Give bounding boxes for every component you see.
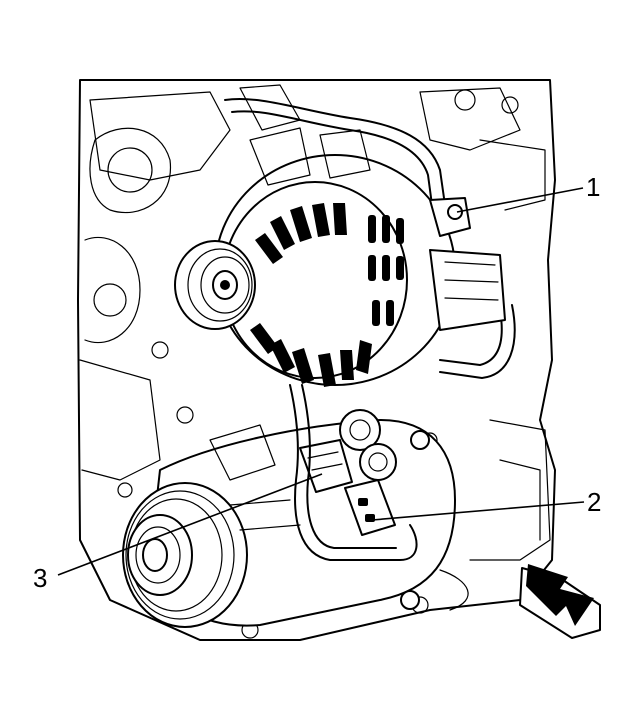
compressor-pulley bbox=[122, 482, 248, 628]
generator-fins bbox=[250, 203, 372, 387]
generator-slots bbox=[368, 215, 404, 326]
generator bbox=[174, 127, 506, 387]
callout-1-label: 1 bbox=[586, 172, 600, 202]
generator-pulley bbox=[174, 240, 256, 330]
ac-compressor bbox=[122, 384, 456, 628]
callout-1: 1 bbox=[456, 172, 600, 213]
callout-2-label: 2 bbox=[587, 487, 601, 517]
callout-3: 3 bbox=[33, 473, 323, 593]
direction-arrow-icon bbox=[519, 564, 601, 639]
callout-3-label: 3 bbox=[33, 563, 47, 593]
callout-2: 2 bbox=[371, 487, 601, 521]
